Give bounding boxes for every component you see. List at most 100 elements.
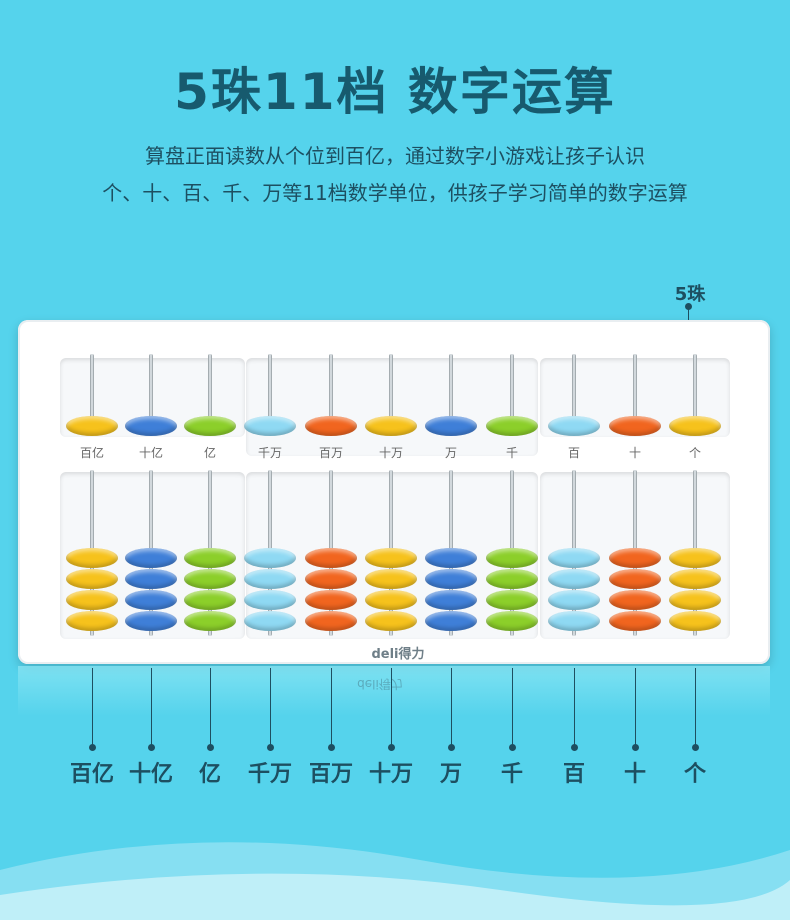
lower-bead[interactable] <box>66 548 118 568</box>
upper-bead[interactable] <box>609 416 661 436</box>
lower-bead[interactable] <box>305 569 357 589</box>
lower-bead[interactable] <box>305 590 357 610</box>
upper-rod <box>572 354 576 434</box>
upper-bead[interactable] <box>669 416 721 436</box>
lower-bead[interactable] <box>425 590 477 610</box>
lower-bead[interactable] <box>425 611 477 631</box>
frame-place-label: 百 <box>567 446 580 460</box>
upper-rod <box>449 354 453 434</box>
lower-bead[interactable] <box>486 548 538 568</box>
place-callout-dot <box>89 744 96 751</box>
upper-rod <box>693 354 697 434</box>
lower-bead[interactable] <box>548 569 600 589</box>
bead-count-label: 5珠 <box>674 284 706 305</box>
lower-bead[interactable] <box>305 548 357 568</box>
place-value-label: 个 <box>683 762 706 787</box>
upper-bead[interactable] <box>125 416 177 436</box>
lower-bead[interactable] <box>244 548 296 568</box>
lower-bead[interactable] <box>609 611 661 631</box>
lower-bead[interactable] <box>125 569 177 589</box>
upper-rod <box>633 354 637 434</box>
frame-place-label: 十 <box>628 446 641 460</box>
lower-bead[interactable] <box>365 548 417 568</box>
lower-bead[interactable] <box>548 611 600 631</box>
upper-bead[interactable] <box>66 416 118 436</box>
lower-bead[interactable] <box>305 611 357 631</box>
place-value-label: 十亿 <box>128 762 173 787</box>
upper-bead[interactable] <box>184 416 236 436</box>
frame-place-label: 十亿 <box>138 446 163 460</box>
lower-bead[interactable] <box>66 569 118 589</box>
upper-rod <box>149 354 153 434</box>
lower-bead[interactable] <box>184 611 236 631</box>
upper-bead[interactable] <box>486 416 538 436</box>
lower-bead[interactable] <box>609 548 661 568</box>
place-value-label: 十万 <box>368 762 413 787</box>
place-callout-line <box>635 668 636 748</box>
place-value-label: 百亿 <box>69 762 114 787</box>
place-callout-dot <box>388 744 395 751</box>
place-value-label: 亿 <box>198 762 221 787</box>
place-callout-dot <box>509 744 516 751</box>
upper-bead[interactable] <box>244 416 296 436</box>
frame-place-label: 个 <box>688 446 701 460</box>
lower-bead[interactable] <box>125 611 177 631</box>
lower-bead[interactable] <box>244 569 296 589</box>
place-value-label: 千 <box>500 762 523 787</box>
upper-rod <box>268 354 272 434</box>
lower-bead[interactable] <box>244 590 296 610</box>
place-callout-line <box>451 668 452 748</box>
place-callout-line <box>695 668 696 748</box>
lower-bead[interactable] <box>244 611 296 631</box>
lower-bead[interactable] <box>66 590 118 610</box>
place-callout-dot <box>632 744 639 751</box>
lower-bead[interactable] <box>669 611 721 631</box>
place-value-label: 十 <box>623 762 646 787</box>
place-callout-line <box>512 668 513 748</box>
upper-rod <box>329 354 333 434</box>
frame-place-label: 千 <box>505 446 518 460</box>
lower-bead[interactable] <box>125 548 177 568</box>
lower-bead[interactable] <box>548 590 600 610</box>
place-callout-line <box>270 668 271 748</box>
upper-bead[interactable] <box>305 416 357 436</box>
lower-bead[interactable] <box>669 569 721 589</box>
place-callout-dot <box>571 744 578 751</box>
lower-bead[interactable] <box>184 548 236 568</box>
upper-bead[interactable] <box>425 416 477 436</box>
upper-bead[interactable] <box>365 416 417 436</box>
frame-place-label: 万 <box>444 446 457 460</box>
lower-bead[interactable] <box>548 548 600 568</box>
lower-bead[interactable] <box>365 590 417 610</box>
lower-bead[interactable] <box>609 569 661 589</box>
place-callout-dot <box>328 744 335 751</box>
lower-bead[interactable] <box>125 590 177 610</box>
lower-bead[interactable] <box>66 611 118 631</box>
lower-bead[interactable] <box>365 611 417 631</box>
abacus-reflection <box>18 666 770 716</box>
lower-bead[interactable] <box>486 569 538 589</box>
lower-bead[interactable] <box>365 569 417 589</box>
lower-bead[interactable] <box>609 590 661 610</box>
subtitle-line-1: 算盘正面读数从个位到百亿，通过数字小游戏让孩子认识 <box>145 144 645 168</box>
lower-bead[interactable] <box>184 569 236 589</box>
upper-rod <box>208 354 212 434</box>
lower-bead[interactable] <box>184 590 236 610</box>
brand-reflection: deli得力 <box>357 677 403 691</box>
lower-bead[interactable] <box>425 548 477 568</box>
lower-bead[interactable] <box>486 590 538 610</box>
frame-place-label: 百亿 <box>79 446 104 460</box>
upper-bead[interactable] <box>548 416 600 436</box>
lower-bead[interactable] <box>669 548 721 568</box>
place-callout-dot <box>448 744 455 751</box>
place-callout-line <box>210 668 211 748</box>
frame-place-label: 十万 <box>378 446 403 460</box>
lower-bead[interactable] <box>669 590 721 610</box>
place-callout-line <box>92 668 93 748</box>
frame-place-label: 百万 <box>318 446 343 460</box>
lower-bead[interactable] <box>425 569 477 589</box>
upper-rod <box>510 354 514 434</box>
lower-bead[interactable] <box>486 611 538 631</box>
upper-rod <box>389 354 393 434</box>
